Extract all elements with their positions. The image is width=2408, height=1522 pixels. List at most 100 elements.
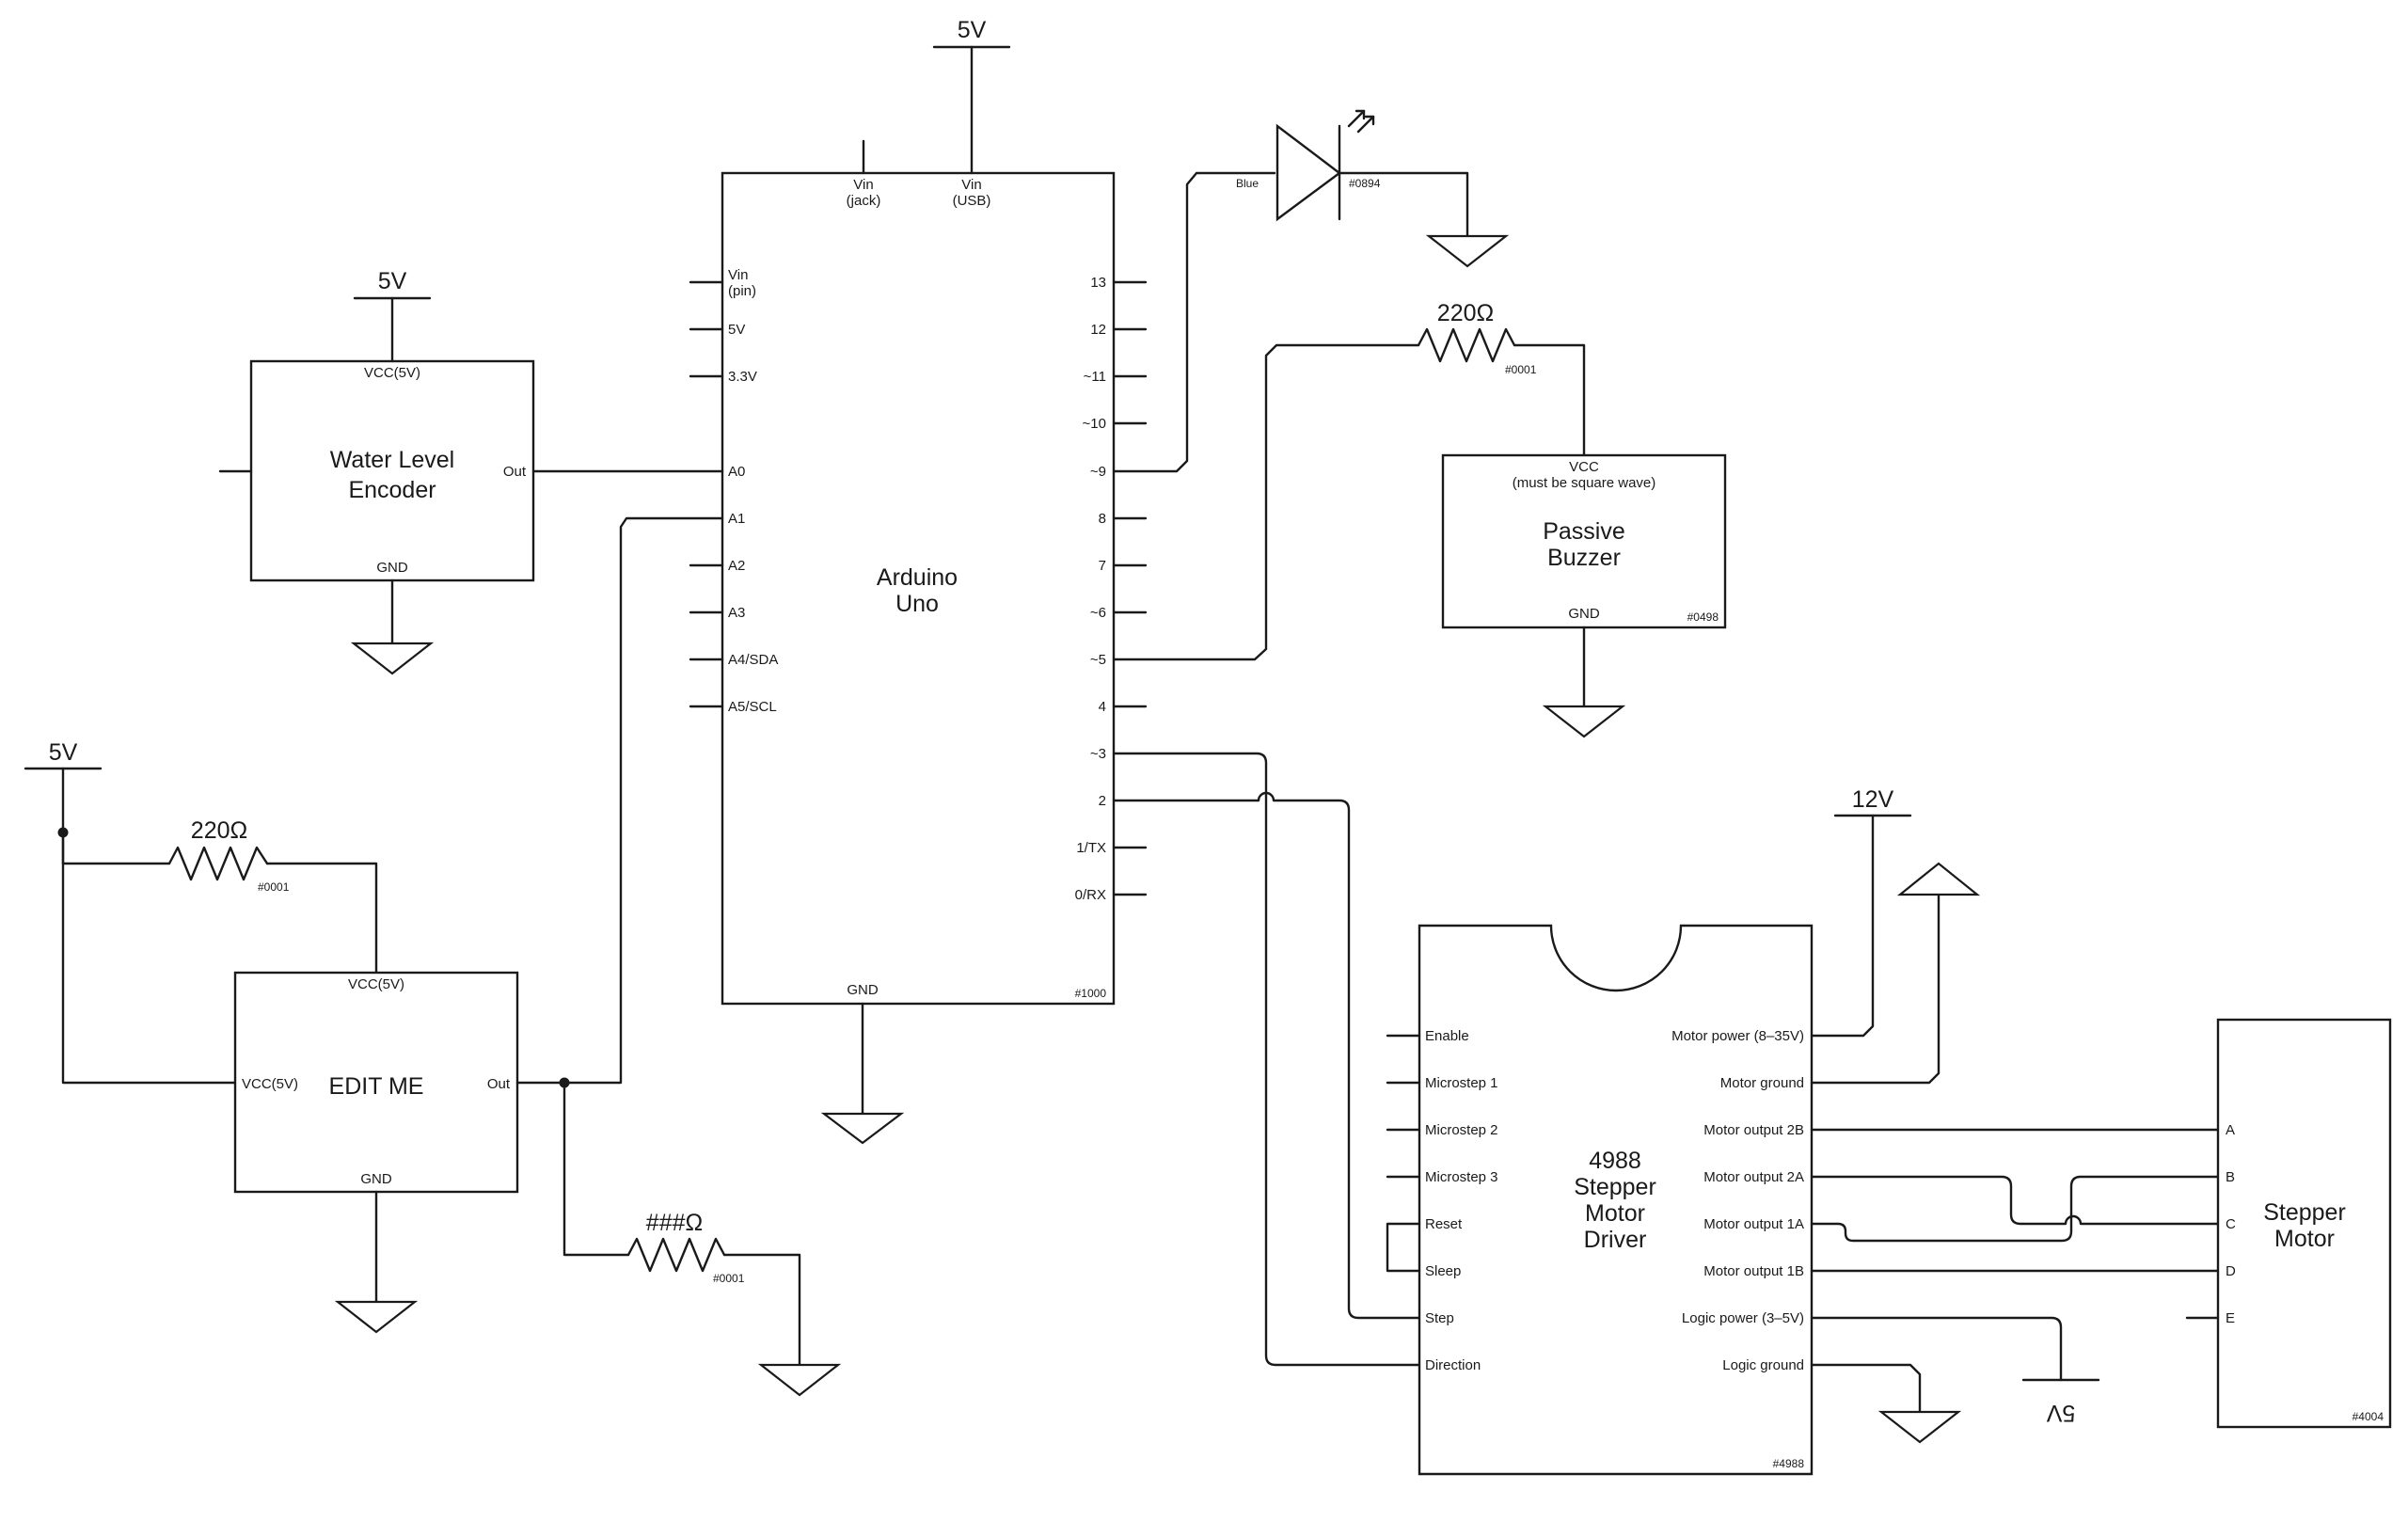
ground-buzzer [1542, 626, 1626, 738]
ground-logic-symbol [1877, 1410, 1962, 1444]
arduino-uno[interactable]: Arduino Uno #1000 Vin (jack) Vin (USB) V… [689, 45, 1148, 1006]
editme-title: EDIT ME [329, 1073, 424, 1100]
buzzer-body [1441, 453, 1727, 629]
ground-logic [1810, 1363, 1962, 1444]
editme-out-label: Out [487, 1076, 511, 1092]
resistor-r1[interactable]: 220Ω #0001 [61, 817, 378, 975]
led-arrow-2-head [1364, 115, 1375, 126]
rail-5v-encoder: 5V [353, 268, 432, 363]
resistor-r1-part: #0001 [258, 880, 290, 894]
encoder-gnd-label: GND [376, 560, 408, 576]
ground-editme-symbol [334, 1300, 419, 1334]
resistor-r3-lead [562, 1081, 630, 1257]
motor-pin-label-a: A [2226, 1122, 2235, 1138]
encoder-out-label: Out [503, 464, 527, 480]
rail-5v-logic: 5V [1810, 1316, 2100, 1426]
motor-pin-label-e: E [2226, 1310, 2235, 1326]
arduino-pin-label-9: ~9 [1090, 464, 1106, 480]
rail-5v-encoder-label: 5V [378, 268, 407, 294]
wire-pin5-r2 [1112, 343, 1420, 661]
arduino-pin-label-5: ~5 [1090, 652, 1106, 668]
buzzer-vcc-label2: (must be square wave) [1513, 475, 1656, 491]
driver-label-motor-1b: Motor output 1B [1703, 1263, 1804, 1279]
driver-label-direction: Direction [1425, 1357, 1481, 1373]
encoder-title-line1: Water Level [330, 447, 454, 473]
stepper-driver-4988[interactable]: 4988 Stepper Motor Driver #4988 Enable M… [1386, 924, 1814, 1476]
motor-title-line2: Motor [2274, 1226, 2335, 1252]
arduino-vin-usb-label2: (USB) [953, 193, 991, 209]
motor-pin-label-b: B [2226, 1169, 2235, 1185]
driver-title-line3: Motor [1585, 1200, 1645, 1227]
led-blue[interactable]: Blue #0894 [1236, 109, 1510, 268]
resistor-r2-part: #0001 [1505, 363, 1537, 376]
arduino-gnd-label: GND [847, 982, 879, 998]
arduino-pin-label-a4: A4/SDA [728, 652, 778, 668]
editme-vcc-top-label: VCC(5V) [348, 976, 404, 992]
arduino-pin-label-8: 8 [1099, 511, 1106, 527]
driver-label-sleep: Sleep [1425, 1263, 1461, 1279]
motor-pin-label-c: C [2226, 1216, 2236, 1232]
led-arrow-1 [1347, 109, 1366, 128]
led-color-label: Blue [1236, 177, 1259, 190]
stepper-motor[interactable]: Stepper Motor #4004 A B C D E [2185, 1018, 2392, 1429]
led-arrow-2 [1356, 115, 1375, 134]
resistor-r3-value: ###Ω [646, 1210, 703, 1236]
buzzer-title-line1: Passive [1543, 518, 1625, 545]
rail-12v-label: 12V [1852, 786, 1894, 813]
led-ground-wire [1338, 171, 1469, 238]
arduino-pin-label-7: 7 [1099, 558, 1106, 574]
edit-me-sensor[interactable]: VCC(5V) VCC(5V) EDIT ME Out GND [233, 971, 519, 1194]
arduino-pin-label-5v: 5V [728, 322, 745, 338]
arduino-pin-label-a1: A1 [728, 511, 745, 527]
resistor-r3-part: #0001 [713, 1272, 745, 1285]
rail-5v-top-label: 5V [958, 17, 987, 43]
driver-label-step: Step [1425, 1310, 1454, 1326]
arduino-vin-jack-label2: (jack) [847, 193, 881, 209]
arduino-pin-label-a3: A3 [728, 605, 745, 621]
resistor-r3-zigzag [626, 1237, 726, 1273]
passive-buzzer[interactable]: VCC (must be square wave) Passive Buzzer… [1441, 453, 1727, 629]
wire-2a-c [1810, 1175, 2220, 1226]
ground-buzzer-symbol [1542, 705, 1626, 738]
water-level-encoder[interactable]: VCC(5V) Water Level Encoder Out GND [218, 359, 535, 582]
rail-5v-logic-label: 5V [2046, 1400, 2075, 1426]
motor-ground-wire [1810, 893, 1941, 1085]
driver-label-motor-ground: Motor ground [1720, 1075, 1804, 1091]
driver-label-motor-1a: Motor output 1A [1703, 1216, 1804, 1232]
arduino-pin-label-10: ~10 [1083, 416, 1106, 432]
arduino-part-number: #1000 [1075, 987, 1107, 1000]
resistor-r3[interactable]: ###Ω #0001 [562, 1081, 801, 1367]
rail-5v-top: 5V [932, 17, 1011, 49]
buzzer-gnd-label: GND [1568, 606, 1600, 622]
arduino-pin-label-a0: A0 [728, 464, 745, 480]
arduino-pin-label-1tx: 1/TX [1076, 840, 1106, 856]
ground-r3-symbol [757, 1363, 842, 1397]
driver-body [1418, 924, 1814, 1476]
motor-ground [1810, 862, 1981, 1085]
encoder-vcc-label: VCC(5V) [364, 365, 420, 381]
rail-5v-left-label: 5V [49, 739, 78, 766]
driver-title-line2: Stepper [1574, 1174, 1656, 1200]
ground-editme [334, 1190, 419, 1334]
wire-editme-out-a1 [515, 516, 724, 1085]
wire-pin2-step [1112, 791, 1420, 1320]
rail-12v-wire [1810, 814, 1875, 1038]
rail-5v-left: 5V [24, 739, 237, 1085]
buzzer-vcc-label1: VCC [1569, 459, 1599, 475]
driver-label-motor-2a: Motor output 2A [1703, 1169, 1804, 1185]
driver-label-microstep1: Microstep 1 [1425, 1075, 1498, 1091]
rail-12v: 12V [1810, 786, 1912, 1038]
buzzer-title-line2: Buzzer [1547, 545, 1621, 571]
ground-arduino [820, 1002, 905, 1145]
wire-pin9-led [1112, 171, 1276, 473]
wire-pin3-direction [1112, 752, 1420, 1367]
resistor-r2[interactable]: 220Ω #0001 [1417, 300, 1586, 457]
rail-5v-left-wire [61, 767, 237, 1085]
arduino-title-line1: Arduino [877, 564, 958, 591]
ground-arduino-symbol [820, 1112, 905, 1145]
arduino-pin-label-vin: Vin [728, 267, 748, 283]
arduino-pin-label-13: 13 [1090, 275, 1106, 291]
resistor-r1-value: 220Ω [191, 817, 247, 844]
arduino-pin-label-a5: A5/SCL [728, 699, 777, 715]
